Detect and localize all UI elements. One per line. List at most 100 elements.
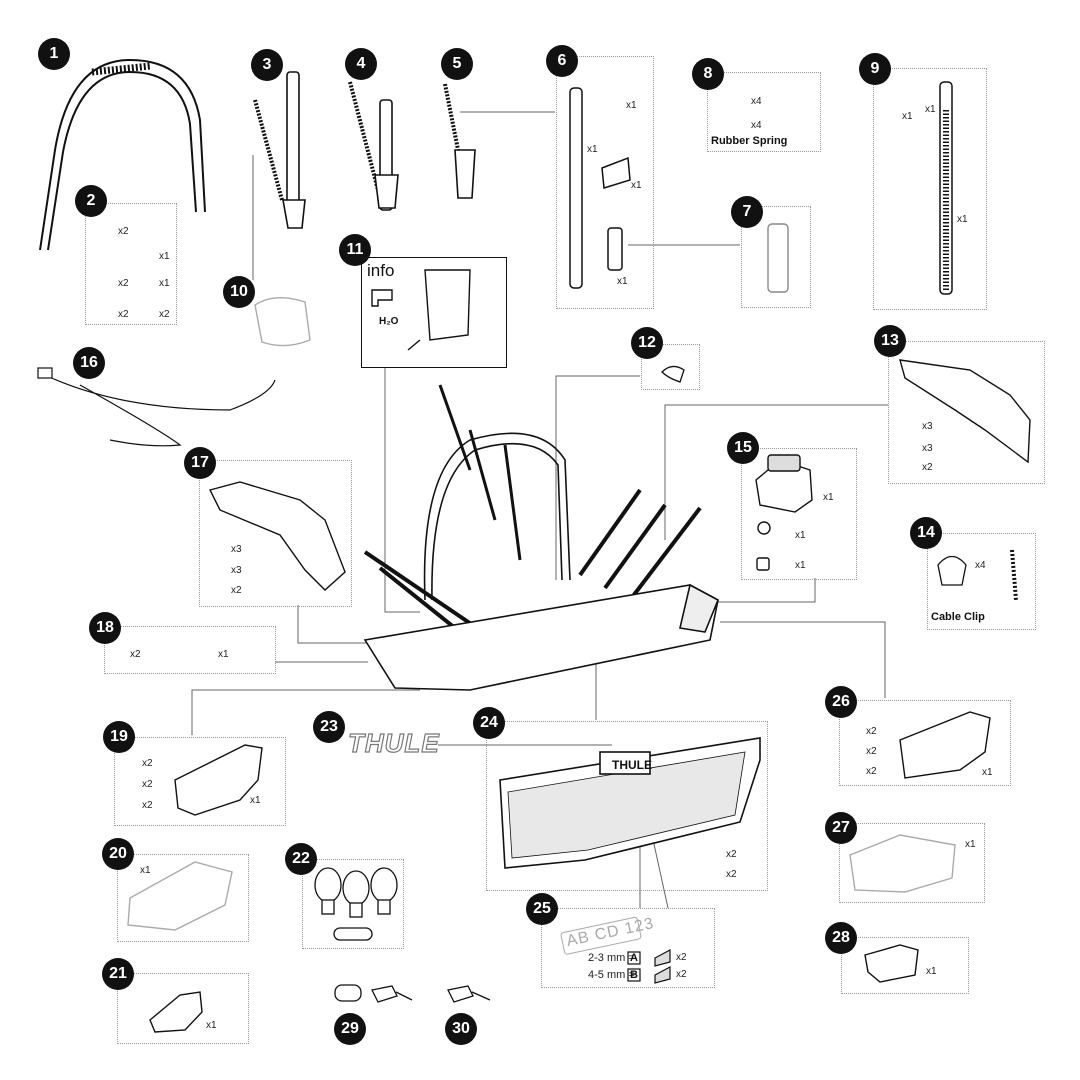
part-box-24	[486, 721, 768, 891]
cap-28	[864, 944, 919, 983]
qty-label: x2	[866, 766, 877, 777]
qty-label: x1	[140, 865, 151, 876]
qty-label: x1	[925, 104, 936, 115]
leader-line-15	[700, 578, 816, 603]
callout-number: 20	[102, 838, 134, 870]
qty-label: x2	[676, 969, 687, 980]
qty-label: x1	[795, 530, 806, 541]
qty-label: x1	[823, 492, 834, 503]
lamp-housing-19	[174, 744, 263, 816]
callout-number: 23	[313, 711, 345, 743]
spacer-b-letter: B	[630, 969, 638, 981]
qty-label: x1	[159, 251, 170, 262]
qty-label: x2	[866, 746, 877, 757]
handle-15	[755, 454, 813, 571]
qty-label: x4	[975, 560, 986, 571]
callout-number: 18	[89, 612, 121, 644]
callout-number: 4	[345, 48, 377, 80]
cap-21	[149, 991, 203, 1033]
callout-number: 27	[825, 812, 857, 844]
part-box-22	[302, 859, 404, 949]
qty-label: x1	[587, 144, 598, 155]
part-box-20	[117, 854, 249, 942]
plate-outline	[560, 916, 642, 955]
arm-4	[348, 81, 399, 211]
main-carrier	[363, 384, 720, 691]
qty-label: x3	[922, 443, 933, 454]
qty-label: x2	[676, 952, 687, 963]
qty-label: x1	[982, 767, 993, 778]
callout-number: 11	[339, 234, 371, 266]
thule-logo: THULE	[347, 727, 440, 758]
callout-number: 25	[526, 893, 558, 925]
arm-5	[443, 83, 476, 199]
cover-27	[849, 834, 956, 893]
clip-12	[661, 365, 685, 383]
leader-line-17	[297, 605, 380, 644]
leader-line-19	[191, 689, 420, 735]
qty-label: x1	[159, 278, 170, 289]
part-box-15	[741, 448, 857, 580]
frame-arch	[39, 58, 206, 251]
light-bar-24	[499, 737, 761, 869]
part-box-9	[873, 68, 987, 310]
part-box-19	[114, 737, 286, 826]
leader-line-13	[664, 404, 888, 540]
qty-label: x2	[159, 309, 170, 320]
qty-label: x1	[617, 276, 628, 287]
qty-label: x1	[218, 649, 229, 660]
callout-number: 1	[38, 38, 70, 70]
lamp-housing-26	[899, 711, 991, 779]
key-30	[447, 985, 491, 1003]
callout-number: 8	[692, 58, 724, 90]
callout-number: 26	[825, 686, 857, 718]
bulbs-22	[314, 867, 398, 941]
cover-20	[127, 861, 233, 931]
qty-label: x2	[866, 726, 877, 737]
h2o-caption: H₂O	[379, 316, 399, 327]
cable-clip-14	[937, 549, 1018, 601]
qty-label: x3	[231, 565, 242, 576]
cable-16	[37, 367, 276, 447]
leader-line-26	[720, 621, 886, 698]
pad-7	[767, 223, 789, 293]
qty-label: x1	[902, 111, 913, 122]
thule-badge: THULE	[612, 758, 652, 772]
qty-label: x1	[957, 214, 968, 225]
qty-label: x2	[118, 226, 129, 237]
holder-10	[254, 297, 311, 347]
callout-number: 17	[184, 447, 216, 479]
lock-key-29	[334, 984, 413, 1003]
callout-number: 13	[874, 325, 906, 357]
qty-label: x1	[206, 1020, 217, 1031]
qty-label: x1	[795, 560, 806, 571]
part-box-26	[839, 700, 1011, 786]
qty-label: x2	[922, 462, 933, 473]
callout-number: 6	[546, 45, 578, 77]
bracket-17	[208, 481, 346, 591]
info-caption: info	[367, 261, 395, 280]
callout-number: 24	[473, 707, 505, 739]
qty-label: x2	[118, 278, 129, 289]
callout-number: 21	[102, 958, 134, 990]
qty-label: x2	[118, 309, 129, 320]
callout-number: 14	[910, 517, 942, 549]
callout-number: 5	[441, 48, 473, 80]
callout-number: 22	[285, 843, 317, 875]
spacer-a-letter: A	[630, 952, 638, 964]
qty-label: x2	[726, 849, 737, 860]
qty-label: x1	[626, 100, 637, 111]
part-box-18	[104, 626, 276, 674]
part-box-17	[199, 460, 352, 607]
info-illustration	[371, 269, 471, 351]
callout-number: 28	[825, 922, 857, 954]
part-box-8	[707, 72, 821, 152]
callout-number: 29	[334, 1013, 366, 1045]
qty-label: x2	[142, 758, 153, 769]
cable-clip-caption: Cable Clip	[931, 611, 985, 623]
qty-label: x1	[926, 966, 937, 977]
leader-line-11	[384, 368, 420, 613]
callout-number: 7	[731, 196, 763, 228]
